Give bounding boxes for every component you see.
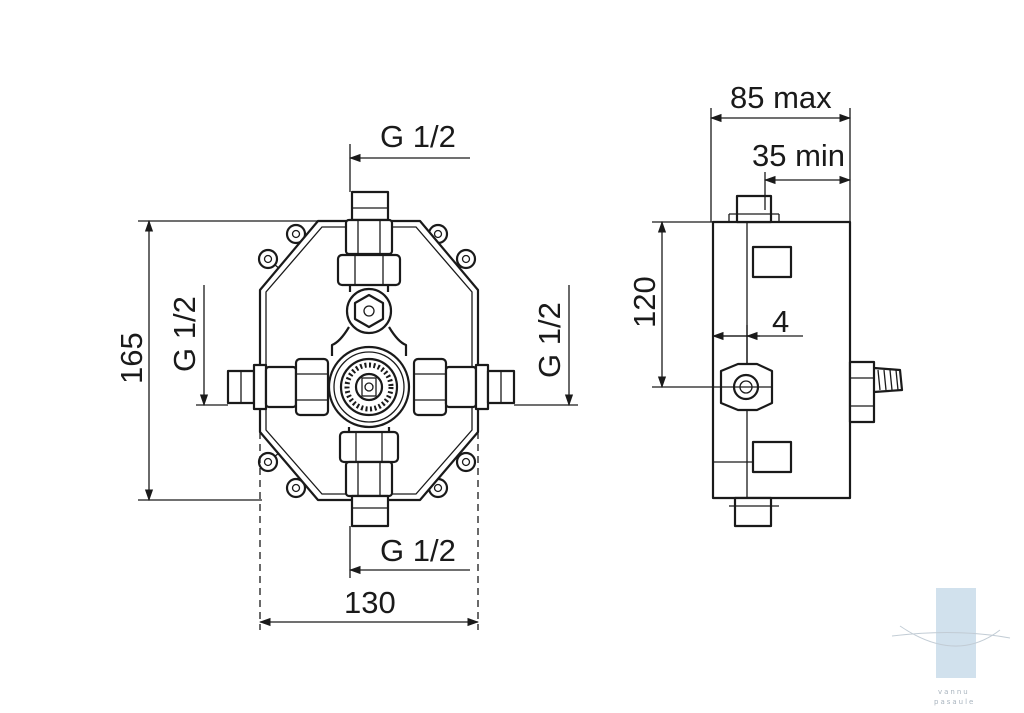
label-top-thread: G 1/2 bbox=[380, 119, 456, 154]
cartridge-spindle bbox=[327, 345, 411, 429]
watermark-text-2: pasaule bbox=[934, 698, 975, 706]
label-left-thread: G 1/2 bbox=[167, 296, 202, 372]
label-width-130: 130 bbox=[344, 585, 396, 620]
front-dimensions bbox=[138, 144, 578, 630]
side-dimensions bbox=[652, 108, 852, 389]
front-view bbox=[138, 144, 578, 630]
side-center-nut bbox=[719, 362, 774, 412]
left-outlet-fitting bbox=[226, 357, 330, 417]
valve-body-inner bbox=[265, 226, 473, 495]
dimension-labels: G 1/2 G 1/2 G 1/2 G 1/2 165 130 85 max 3… bbox=[114, 80, 845, 620]
side-spindle bbox=[848, 360, 904, 424]
label-right-thread: G 1/2 bbox=[532, 302, 567, 378]
label-offset-4: 4 bbox=[772, 304, 789, 339]
label-height-165: 165 bbox=[114, 332, 149, 384]
label-height-120: 120 bbox=[627, 276, 662, 328]
label-depth-max: 85 max bbox=[730, 80, 832, 115]
watermark-logo: vannu pasaule bbox=[891, 588, 1011, 706]
right-outlet-fitting bbox=[412, 357, 516, 417]
watermark-text-1: vannu bbox=[938, 688, 970, 696]
top-inlet-fitting bbox=[330, 190, 408, 356]
side-view bbox=[652, 108, 904, 528]
bottom-inlet-fitting bbox=[338, 427, 400, 528]
label-bottom-thread: G 1/2 bbox=[380, 533, 456, 568]
label-depth-min: 35 min bbox=[752, 138, 845, 173]
